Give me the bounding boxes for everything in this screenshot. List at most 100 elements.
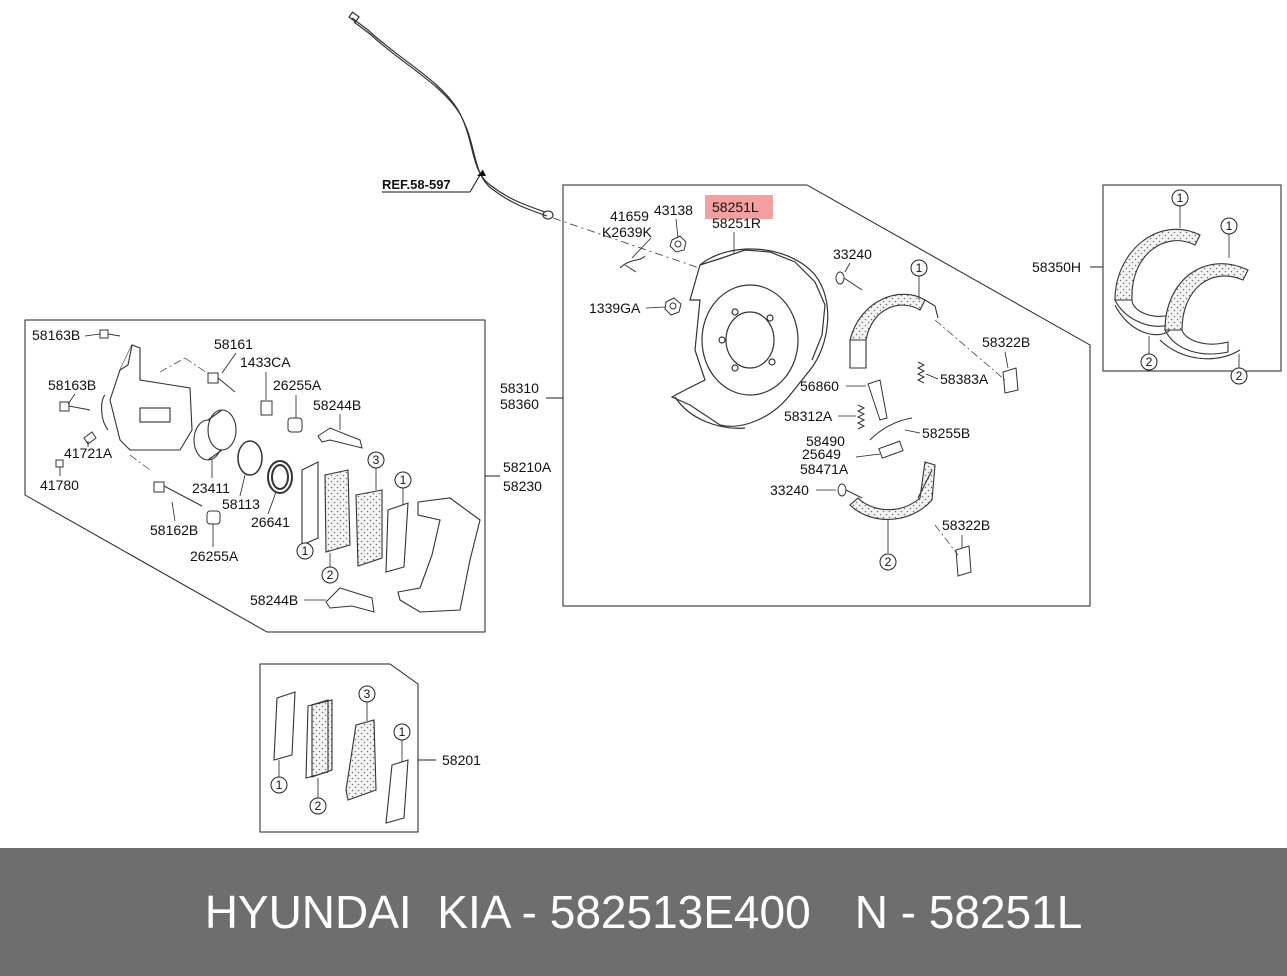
label-58310: 58310 [500, 380, 539, 396]
clip-41659 [619, 255, 646, 273]
return-spring-58383A [916, 361, 926, 384]
shoe-set-box: 58350H [1032, 184, 1282, 372]
label-58350H: 58350H [1032, 259, 1081, 275]
footer-part-number: N - 58251L [854, 886, 1083, 938]
caliper-centerlines [129, 357, 211, 471]
label-33240-b: 33240 [770, 482, 809, 498]
label-1433CA: 1433CA [240, 354, 291, 370]
label-58255B: 58255B [922, 425, 970, 441]
parking-brake-cable [348, 11, 706, 271]
backing-plate [670, 248, 829, 429]
pad-kit-pads [273, 691, 409, 824]
shoe-set-shoes [1114, 228, 1249, 360]
footer-brand-part: HYUNDAI KIA - 582513E400 [204, 886, 811, 938]
label-25649: 25649 [802, 446, 841, 462]
label-41721A: 41721A [64, 445, 113, 461]
label-58244B-a: 58244B [313, 397, 361, 413]
label-58244B-b: 58244B [250, 592, 298, 608]
guide-pin-58161 [207, 372, 236, 393]
highlight-58251L [705, 195, 773, 219]
callout-3-kit: 3 [364, 687, 371, 701]
spring-cup-58322B-a [1002, 367, 1019, 394]
lever-56860 [867, 379, 888, 421]
callout-1-front-a: 1 [302, 544, 309, 558]
callout-1-kit-b: 1 [399, 725, 406, 739]
label-58230: 58230 [503, 478, 542, 494]
label-41659: 41659 [610, 208, 649, 224]
front-caliper-box [24, 319, 500, 633]
callout-2-shoeset-a: 2 [1146, 355, 1153, 369]
pad-kit-callouts: 1 2 3 1 [270, 685, 411, 815]
rear-backing-plate-box [546, 184, 1091, 607]
rear-callouts: 1 2 [879, 259, 928, 571]
spring-cup-58322B-b [955, 545, 972, 577]
callout-1-front-b: 1 [400, 473, 407, 487]
callout-1-rear-upper: 1 [916, 261, 923, 275]
label-58360: 58360 [500, 396, 539, 412]
label-58471A: 58471A [800, 461, 849, 477]
callout-2-kit: 2 [315, 799, 322, 813]
front-pads [301, 461, 409, 573]
callout-1-shoeset-a: 1 [1177, 191, 1184, 205]
adjuster-25649 [878, 440, 904, 459]
pin-33240-a [835, 271, 863, 291]
label-58201: 58201 [442, 752, 481, 768]
callout-2-rear-lower: 2 [885, 555, 892, 569]
label-58163B-a: 58163B [32, 327, 80, 343]
brake-parts-diagram: REF.58-597 [24, 11, 1282, 833]
rear-brake-shoe-upper [849, 293, 939, 369]
rear-brake-shoe-lower [849, 461, 936, 520]
label-43138: 43138 [654, 202, 693, 218]
anti-rattle-clip-58244B-b [325, 587, 375, 613]
bolt-58163B-b [59, 401, 91, 412]
centerlines-rear [934, 319, 1006, 556]
label-56860: 56860 [800, 378, 839, 394]
bleeder-41721A [83, 431, 97, 445]
shoe-set-callouts: 1 1 2 2 [1140, 189, 1248, 385]
spring-58255B [869, 417, 913, 441]
pad-kit-box: 58201 [259, 663, 481, 833]
ref-label: REF.58-597 [382, 177, 451, 192]
label-k2639k: K2639K [602, 224, 652, 240]
caliper-bracket [397, 497, 481, 613]
boot-26641 [267, 460, 293, 494]
callout-1-shoeset-b: 1 [1226, 219, 1233, 233]
bolt-43138 [669, 235, 687, 253]
front-labels: 58163B 58161 1433CA 58163B 26255A 58244B… [32, 327, 552, 608]
piston-23411 [193, 409, 237, 461]
label-33240-a: 33240 [833, 246, 872, 262]
label-41780: 41780 [40, 477, 79, 493]
callout-1-kit-a: 1 [276, 778, 283, 792]
nut-1339GA [664, 297, 682, 316]
callout-2-front: 2 [327, 568, 334, 582]
seal-58113 [237, 440, 263, 476]
rear-labels: 41659 K2639K 43138 58251L 58251R 1339GA … [500, 199, 1030, 533]
ref-callout: REF.58-597 [382, 169, 486, 193]
label-58322B-a: 58322B [982, 334, 1030, 350]
label-58210A: 58210A [503, 459, 552, 475]
callout-2-shoeset-b: 2 [1236, 369, 1243, 383]
anti-rattle-clip-58244B-a [317, 427, 363, 449]
label-58322B-b: 58322B [942, 517, 990, 533]
label-26255A-a: 26255A [273, 377, 322, 393]
footer-banner: HYUNDAI KIA - 582513E400 N - 58251L [0, 848, 1287, 976]
boot-1433CA [260, 400, 273, 416]
label-1339GA: 1339GA [589, 300, 641, 316]
bolt-58163B-a [99, 329, 121, 339]
cap-41780 [55, 459, 64, 468]
spring-58312A [856, 404, 866, 430]
label-58312A: 58312A [784, 408, 833, 424]
guide-pin-58162B [153, 481, 203, 507]
rear-leaders [631, 218, 1009, 548]
label-58161: 58161 [214, 336, 253, 352]
label-26255A-b: 26255A [190, 548, 239, 564]
boot-26255A-b [206, 510, 221, 525]
label-23411: 23411 [192, 480, 230, 496]
label-58251R: 58251R [712, 215, 761, 231]
label-58162B: 58162B [150, 522, 198, 538]
front-callouts: 1 2 3 1 [296, 451, 412, 584]
callout-3-front: 3 [373, 453, 380, 467]
label-58383A: 58383A [940, 371, 989, 387]
front-leaders [59, 333, 341, 601]
label-58113: 58113 [222, 496, 260, 512]
